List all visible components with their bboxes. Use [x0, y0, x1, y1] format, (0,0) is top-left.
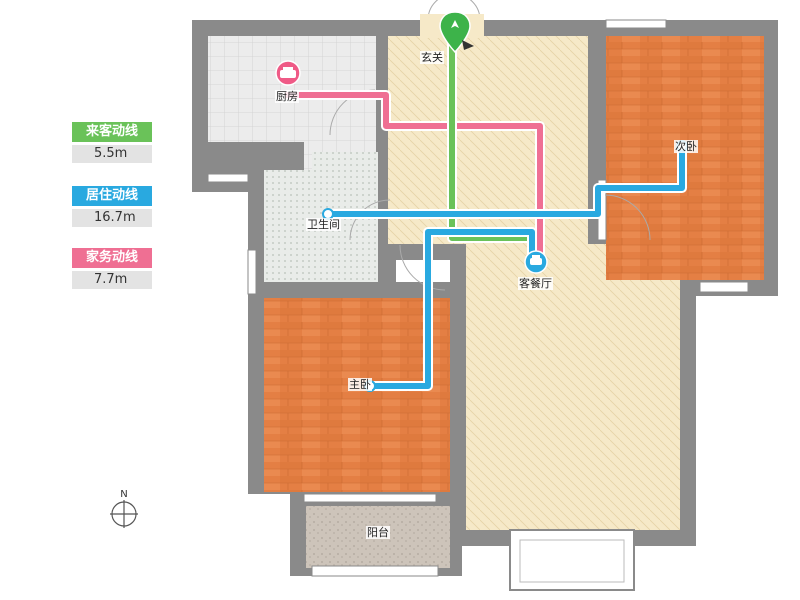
route-guest	[447, 38, 535, 243]
map-pin-icon	[439, 11, 474, 54]
compass-north-label: N	[120, 489, 127, 500]
legend-living-title: 居住动线	[72, 186, 152, 206]
living-floor	[466, 244, 680, 530]
kitchen-cutout	[208, 142, 304, 170]
legend-chores-value: 7.7m	[72, 271, 152, 289]
label-entrance: 玄关	[420, 51, 444, 64]
route-living	[328, 146, 687, 391]
label-bathroom: 卫生间	[306, 218, 341, 231]
master-bedroom-floor	[264, 298, 450, 492]
label-balcony: 阳台	[366, 526, 390, 539]
bay-window-inner	[519, 539, 625, 583]
legend-guest-title: 来客动线	[72, 122, 152, 142]
label-master-bedroom: 主卧	[348, 378, 372, 391]
sofa-icon	[524, 250, 548, 274]
compass-icon	[110, 500, 138, 528]
pot-icon	[275, 60, 301, 86]
bathroom-floor-upper	[312, 152, 378, 172]
label-living-dining: 客餐厅	[518, 277, 553, 290]
label-second-bedroom: 次卧	[674, 140, 698, 153]
route-chores	[285, 90, 545, 270]
legend-chores-title: 家务动线	[72, 248, 152, 268]
legend-guest-value: 5.5m	[72, 145, 152, 163]
legend-living-value: 16.7m	[72, 209, 152, 227]
label-kitchen: 厨房	[275, 90, 299, 103]
